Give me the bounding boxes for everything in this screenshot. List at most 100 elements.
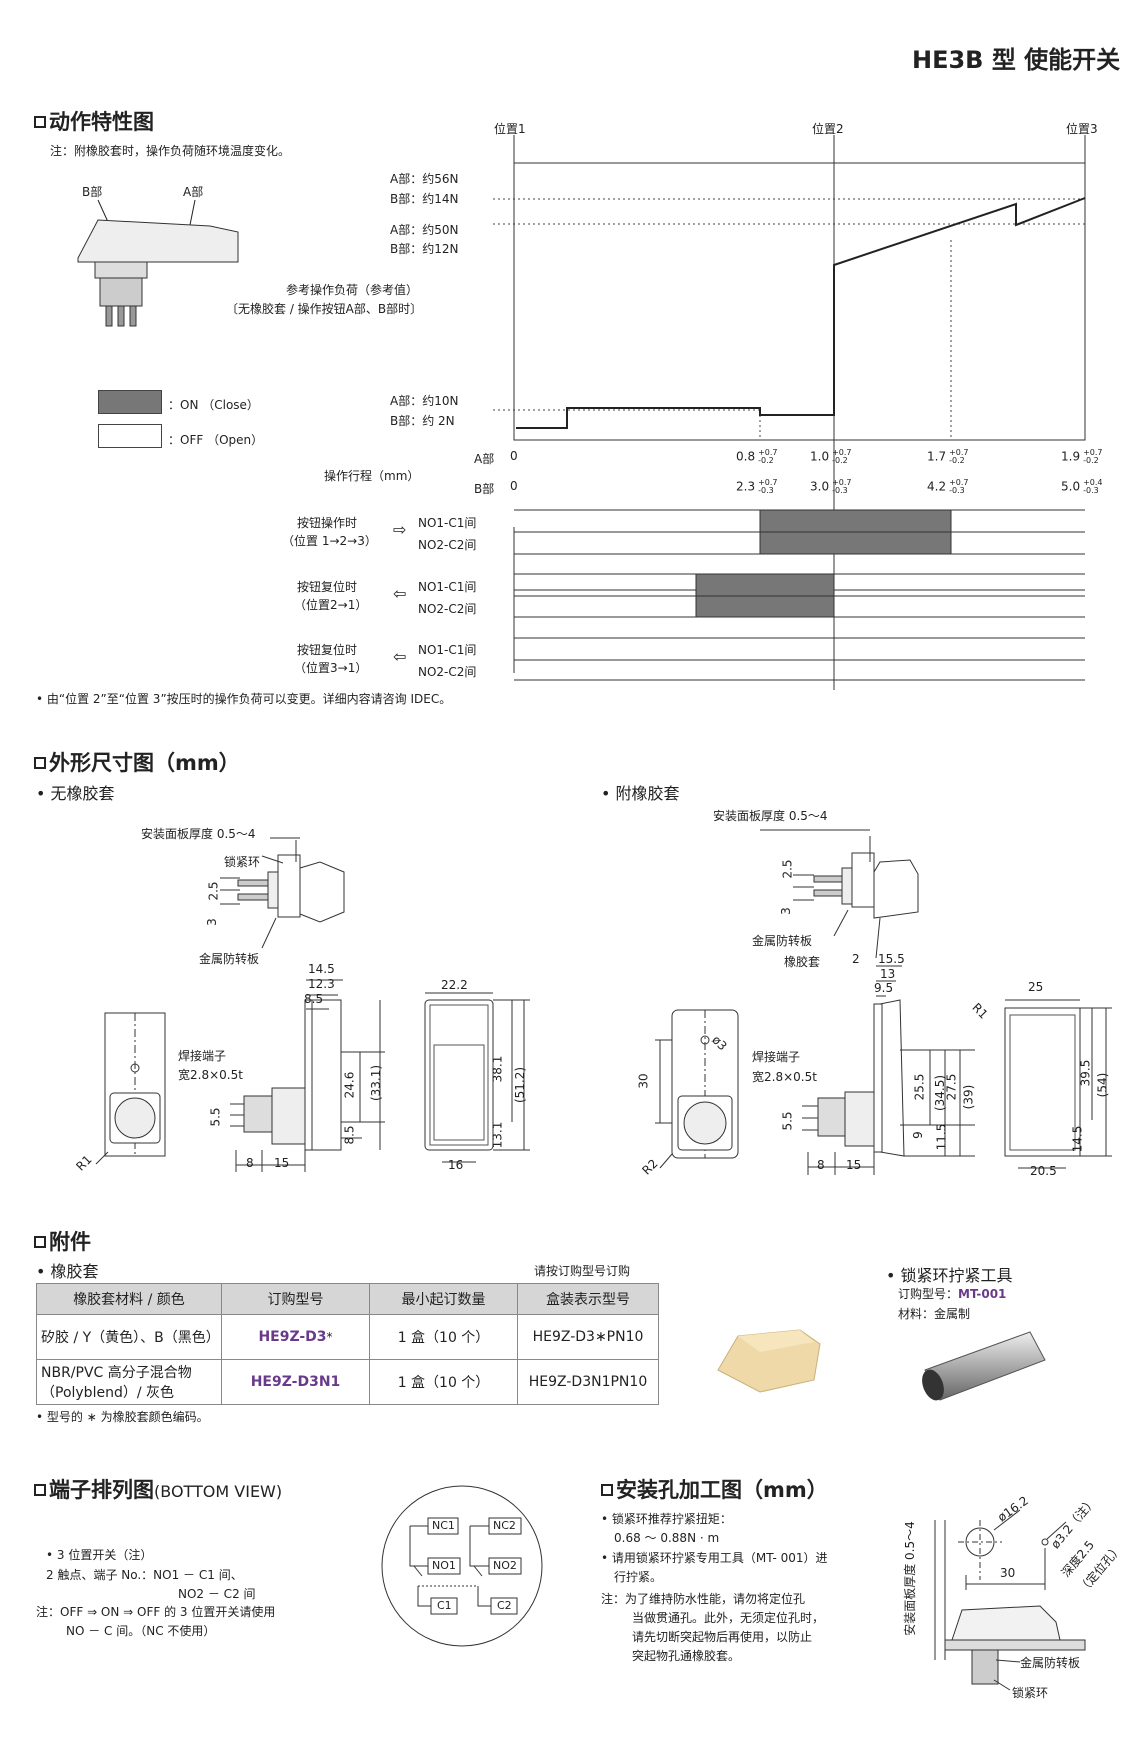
legend-off-label: ：OFF （Open）	[168, 433, 264, 447]
row2-c1: NO1-C1间	[418, 580, 477, 594]
dimensions-heading: 外形尺寸图（mm）	[34, 747, 240, 777]
legend-on-swatch	[98, 390, 162, 414]
stroke-b-label: B部	[474, 482, 495, 496]
mounting-b2: • 请用锁紧环拧紧专用工具（MT- 001）进	[601, 1551, 828, 1565]
left-panel-thickness: 安装面板厚度 0.5～4	[141, 827, 256, 841]
mounting-heading: 安装孔加工图（mm）	[601, 1474, 828, 1504]
row3-c2: NO2-C2间	[418, 665, 477, 679]
left-dim-8-5a: 8.5	[304, 992, 324, 1006]
right-dim-15-5: 15.5	[878, 952, 905, 966]
stroke_a-tick-1: 0.8+0.7-0.2	[736, 448, 778, 465]
cell-box: HE9Z-D3N1PN10	[517, 1359, 659, 1405]
stroke_b-tick-2: 3.0+0.7-0.3	[810, 478, 852, 495]
right-dim-9-5: 9.5	[874, 981, 894, 995]
mounting-b1: • 锁紧环推荐拧紧扭矩：	[601, 1512, 732, 1526]
stroke_a-tick-2: 1.0+0.7-0.2	[810, 448, 852, 465]
right-anti-rotation: 金属防转板	[752, 934, 813, 948]
terminal-heading: 端子排列图(BOTTOM VIEW)	[34, 1474, 282, 1504]
stroke_b-tick-0: 0	[510, 479, 518, 493]
th-box: 盒装表示型号	[517, 1283, 659, 1315]
mounting-panel: 安装面板厚度 0.5～4	[902, 1521, 917, 1636]
tool-title: • 锁紧环拧紧工具	[886, 1266, 1013, 1285]
cell-model: HE9Z-D3N1	[221, 1359, 370, 1405]
legend-on-label: ：ON （Close）	[168, 398, 259, 412]
row3-c1: NO1-C1间	[418, 643, 477, 657]
right-dim-25: 25	[1028, 980, 1044, 994]
right-dim-2: 2	[852, 952, 860, 966]
load-50-b: B部：约12N	[390, 242, 459, 256]
left-dim-12-3: 12.3	[308, 977, 335, 991]
ref-load-line2: 〔无橡胶套 / 操作按钮A部、B部时〕	[226, 302, 423, 316]
part-b-label: B部	[82, 185, 103, 199]
term-no1: NO1	[432, 1559, 456, 1572]
cell-material: 矽胶 / Y（黄色）、B（黑色）	[36, 1314, 222, 1360]
accessories-order-note: 请按订购型号订购	[534, 1264, 631, 1278]
pos2-label: 位置2	[812, 122, 844, 136]
pos3-label: 位置3	[1066, 122, 1098, 136]
left-anti-rotation: 金属防转板	[199, 952, 260, 966]
mounting-n4: 突起物孔通橡胶套。	[632, 1649, 741, 1663]
left-terminal1: 焊接端子	[178, 1049, 227, 1063]
mounting-b2b: 行拧紧。	[614, 1570, 663, 1584]
row1-c1: NO1-C1间	[418, 516, 477, 530]
left-terminal2: 宽2.8×0.5t	[178, 1068, 243, 1082]
pos1-label: 位置1	[494, 122, 526, 136]
page-title: HE3B 型 使能开关	[912, 46, 1121, 74]
term-nc1: NC1	[432, 1519, 455, 1532]
dim-right-title: • 附橡胶套	[601, 784, 680, 803]
right-dim-8: 8	[817, 1158, 825, 1172]
cell-box: HE9Z-D3∗PN10	[517, 1314, 659, 1360]
operation-note: 注：附橡胶套时，操作负荷随环境温度变化。	[50, 144, 291, 158]
th-material: 橡胶套材料 / 颜色	[36, 1283, 222, 1315]
left-dim-14-5: 14.5	[308, 962, 335, 976]
right-terminal1: 焊接端子	[752, 1050, 801, 1064]
mounting-w: 30	[1000, 1566, 1016, 1580]
term-nc2: NC2	[493, 1519, 516, 1532]
load-10-a: A部：约10N	[390, 394, 459, 408]
stroke_a-tick-0: 0	[510, 449, 518, 463]
accessories-footnote: • 型号的 ∗ 为橡胶套颜色编码。	[36, 1410, 209, 1424]
terminal-line2: 2 触点、端子 No.：NO1 － C1 间、	[46, 1568, 243, 1582]
load-56-b: B部：约14N	[390, 192, 459, 206]
tool-order: 订购型号：MT-001	[898, 1287, 1007, 1301]
row2-line1: 按钮复位时	[297, 580, 358, 594]
right-terminal2: 宽2.8×0.5t	[752, 1070, 817, 1084]
stroke_b-tick-3: 4.2+0.7-0.3	[927, 478, 969, 495]
row3-arrow: ⇦	[393, 647, 407, 666]
mounting-lock-ring: 锁紧环	[1012, 1686, 1049, 1700]
terminal-note2: NO － C 间。（NC 不使用）	[66, 1624, 216, 1638]
right-dim-13: 13	[880, 967, 896, 981]
stroke-label: 操作行程（mm）	[324, 469, 420, 483]
terminal-bullet1: • 3 位置开关（注）	[46, 1548, 153, 1562]
left-dim-15: 15	[274, 1156, 290, 1170]
table-row: NBR/PVC 高分子混合物（Polyblend）/ 灰色 HE9Z-D3N1 …	[36, 1359, 659, 1405]
load-50-a: A部：约50N	[390, 223, 459, 237]
cell-model: HE9Z-D3*	[221, 1314, 370, 1360]
mounting-anti-rotation: 金属防转板	[1020, 1656, 1081, 1670]
dim-left-title: • 无橡胶套	[36, 784, 115, 803]
right-dim-15: 15	[846, 1158, 862, 1172]
mounting-b1v: 0.68 ～ 0.88N · m	[614, 1531, 720, 1545]
part-a-label: A部	[183, 185, 204, 199]
left-dim-22-2: 22.2	[441, 978, 468, 992]
row3-line2: （位置3→1）	[294, 661, 368, 675]
ref-load-line1: 参考操作负荷（参考值）	[286, 283, 419, 297]
term-c1: C1	[437, 1599, 452, 1612]
mounting-n2: 当做贯通孔。此外，无须定位孔时，	[632, 1611, 825, 1625]
row1-arrow: ⇨	[393, 520, 407, 539]
table-header-row: 橡胶套材料 / 颜色 订购型号 最小起订数量 盒装表示型号	[36, 1283, 659, 1315]
left-lock-ring: 锁紧环	[224, 855, 261, 869]
stroke_a-tick-4: 1.9+0.7-0.2	[1061, 448, 1103, 465]
stroke_a-tick-3: 1.7+0.7-0.2	[927, 448, 969, 465]
row1-c2: NO2-C2间	[418, 538, 477, 552]
operation-footnote: • 由“位置 2”至“位置 3”按压时的操作负荷可以变更。详细内容请咨询 IDE…	[36, 692, 452, 706]
right-rubber-cover: 橡胶套	[784, 955, 821, 969]
